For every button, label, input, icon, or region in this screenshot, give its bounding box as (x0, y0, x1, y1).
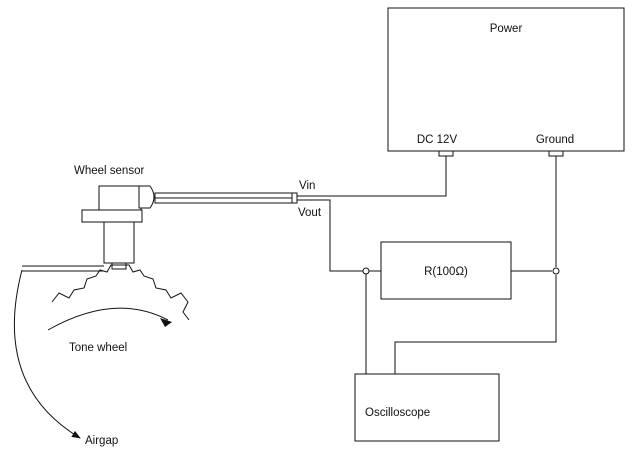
sensor-mount-bracket (81, 209, 143, 223)
sensor-connector-cap (138, 185, 155, 209)
tone-wheel-teeth (51, 264, 190, 321)
ground-terminal (548, 150, 564, 157)
scope-ground-wire (394, 275, 557, 374)
vin-label: Vin (299, 180, 315, 192)
wiring (297, 156, 560, 374)
resistor: R(100Ω) (380, 241, 512, 300)
rotation-arrow-arc (47, 307, 169, 331)
sensor-barrel (103, 221, 135, 264)
airgap-arrow (13, 269, 81, 439)
resistor-label: R(100Ω) (424, 266, 468, 278)
power-box (387, 7, 625, 152)
airgap-label: Airgap (85, 435, 118, 447)
wheel-sensor: Wheel sensor Vin Vout (74, 165, 322, 270)
sensor-cable-end (291, 192, 298, 204)
dc-12v-label: DC 12V (417, 134, 458, 146)
vout-junction (362, 267, 370, 275)
sensor-tip (111, 262, 127, 270)
tone-wheel-label: Tone wheel (69, 342, 127, 354)
ground-label: Ground (536, 134, 574, 146)
power-supply: Power DC 12V Ground (387, 7, 625, 157)
airgap-indicator: Airgap (13, 265, 118, 447)
vout-wire (297, 199, 364, 272)
dc-terminal (438, 150, 454, 157)
resistor-box (380, 241, 512, 300)
vin-wire (297, 156, 447, 197)
oscilloscope-box (354, 373, 500, 442)
tone-wheel: Tone wheel (47, 264, 190, 354)
power-title: Power (490, 23, 523, 35)
vout-label: Vout (298, 207, 322, 219)
sensor-body (98, 185, 142, 211)
wheel-sensor-label: Wheel sensor (74, 165, 144, 177)
ground-junction (552, 267, 560, 275)
oscilloscope-label: Oscilloscope (365, 407, 430, 419)
rotation-arrowhead-icon (160, 318, 172, 327)
oscilloscope: Oscilloscope (354, 373, 500, 442)
